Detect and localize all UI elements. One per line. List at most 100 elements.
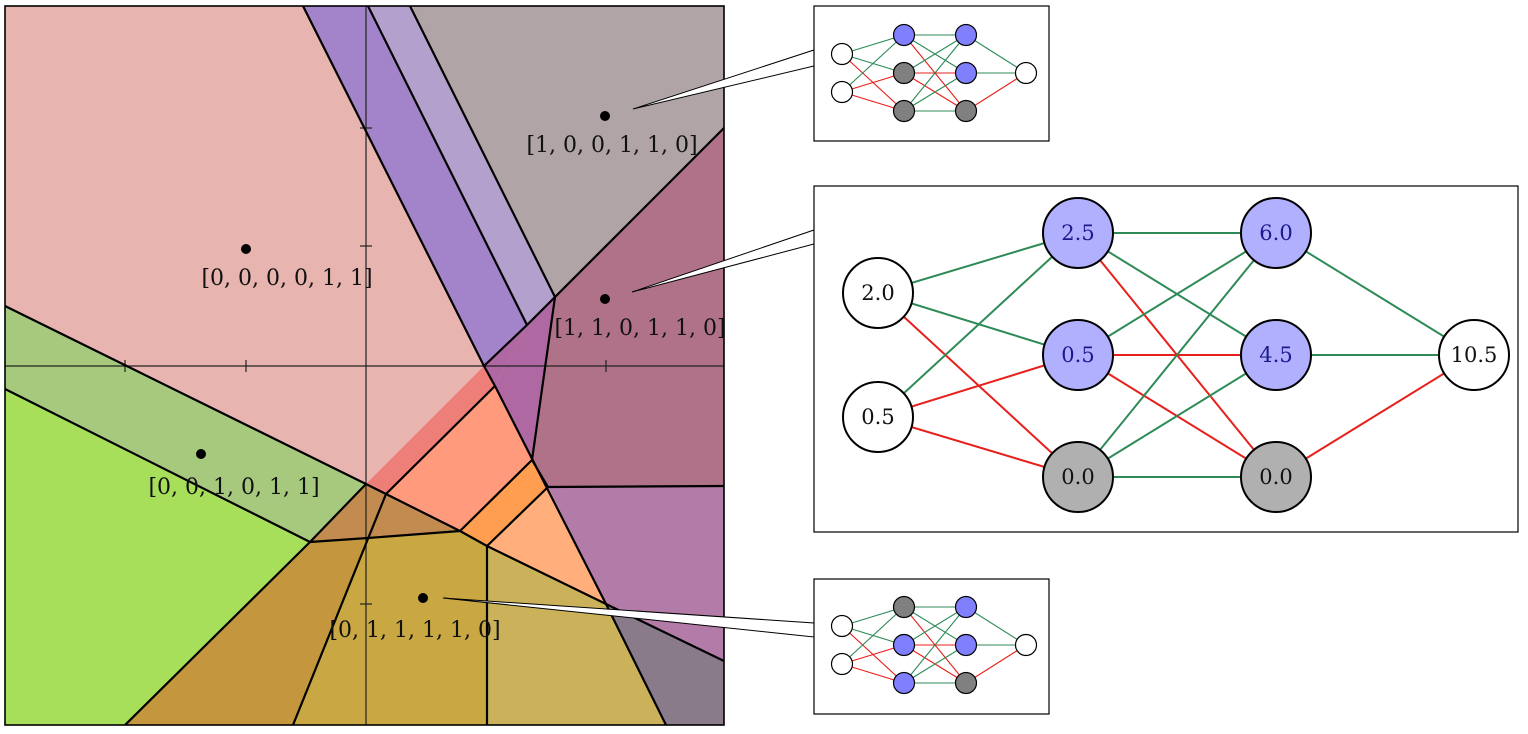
region-label: [1, 1, 0, 1, 1, 0] [554, 316, 725, 341]
region-plot: [0, 0, 0, 0, 1, 1] [1, 0, 0, 1, 1, 0] [1… [4, 5, 726, 726]
detail-network-nodes: 2.0 0.5 2.5 0.5 0.0 6.0 4.5 0.0 10.5 [842, 197, 1510, 513]
region-purple-strip [303, 6, 527, 366]
boundary [291, 365, 497, 725]
region-slate [606, 604, 724, 725]
positive-edge [903, 34, 967, 112]
positive-edge [841, 34, 905, 93]
region-gray [410, 6, 724, 297]
region-lavender-strip [368, 6, 555, 325]
negative-edge [1275, 354, 1475, 478]
output-node [1438, 319, 1510, 391]
sample-point [418, 593, 428, 603]
boundary [494, 385, 607, 605]
detail-network-frame [813, 185, 1519, 533]
boundary [309, 483, 367, 543]
positive-edge [1077, 354, 1277, 478]
region-peach [487, 487, 606, 604]
positive-edge [877, 232, 1079, 418]
input-node-value: 0.5 [861, 405, 894, 429]
region-label: [0, 1, 1, 1, 1, 0] [329, 618, 500, 643]
hidden2-node [954, 595, 978, 619]
region-lime [5, 389, 310, 725]
hidden1-node [1042, 441, 1114, 513]
hidden1-node [892, 671, 916, 695]
region-khaki [487, 546, 666, 725]
input-node [842, 257, 914, 329]
positive-edge [965, 34, 1027, 74]
sample-points [196, 111, 610, 603]
plot-frame [4, 5, 725, 726]
input-node-value: 2.0 [861, 281, 894, 305]
hidden2-node-value: 0.0 [1259, 465, 1292, 489]
hidden1-node [892, 23, 916, 47]
hidden2-node [1240, 197, 1312, 269]
boundary [302, 6, 529, 368]
positive-edge [841, 606, 905, 665]
hidden1-node [1042, 197, 1114, 269]
mini-network-bottom-nodes [830, 595, 1038, 695]
positive-edge [1275, 232, 1475, 356]
sample-point [196, 449, 206, 459]
hidden2-node [954, 99, 978, 123]
hidden2-node-value: 6.0 [1259, 221, 1292, 245]
hidden2-node [954, 671, 978, 695]
input-node [830, 614, 854, 638]
positive-edge [903, 606, 967, 646]
input-node [830, 652, 854, 676]
region-brown-gold [125, 538, 368, 725]
region-label: [1, 0, 0, 1, 1, 0] [526, 133, 697, 158]
boundary [526, 296, 556, 326]
region-orange [460, 460, 548, 546]
region-magenta [495, 297, 555, 460]
input-node [830, 80, 854, 104]
region-boundaries [5, 6, 724, 725]
negative-edge [965, 72, 1027, 112]
sample-point [241, 244, 251, 254]
hidden1-node [892, 595, 916, 619]
mini-network-bottom-edges [841, 606, 1027, 684]
positive-edge [903, 606, 967, 684]
region-label: [0, 0, 1, 0, 1, 1] [148, 475, 319, 500]
hidden2-node [954, 23, 978, 47]
region-magenta-small [484, 325, 527, 386]
positive-edge [1077, 232, 1277, 478]
hidden1-node [1042, 319, 1114, 391]
sample-point [600, 111, 610, 121]
output-node-value: 10.5 [1451, 343, 1498, 367]
mini-network-bottom [813, 578, 1050, 715]
region-olive-green [5, 306, 366, 542]
region-mauve [532, 128, 724, 487]
region-label: [0, 0, 0, 0, 1, 1] [201, 266, 372, 291]
output-node [1014, 633, 1038, 657]
hidden2-node-value: 4.5 [1259, 343, 1292, 367]
hidden2-node [954, 633, 978, 657]
hidden1-node [892, 61, 916, 85]
hidden1-node-value: 2.5 [1061, 221, 1094, 245]
sample-point [600, 294, 610, 304]
input-node [830, 42, 854, 66]
hidden2-node [1240, 319, 1312, 391]
positive-edge [1077, 232, 1277, 356]
region-tan [310, 484, 460, 542]
hidden2-node [1240, 441, 1312, 513]
output-node [1014, 61, 1038, 85]
positive-edge [903, 644, 967, 684]
detail-network: 2.0 0.5 2.5 0.5 0.0 6.0 4.5 0.0 10.5 [813, 185, 1519, 533]
mini-network-top-nodes [830, 23, 1038, 123]
hidden1-node-value: 0.0 [1061, 465, 1094, 489]
hidden1-node [892, 633, 916, 657]
region-red [366, 366, 495, 494]
hidden2-node [954, 61, 978, 85]
input-node [842, 381, 914, 453]
boundary [605, 603, 667, 725]
hidden1-node-value: 0.5 [1061, 343, 1094, 367]
positive-edge [903, 34, 967, 74]
callouts [442, 49, 815, 638]
mini-network-bottom-frame [813, 578, 1050, 715]
positive-edge [903, 72, 967, 112]
negative-edge [965, 644, 1027, 684]
boundary [309, 529, 461, 544]
positive-edge [965, 606, 1027, 646]
hidden1-node [892, 99, 916, 123]
